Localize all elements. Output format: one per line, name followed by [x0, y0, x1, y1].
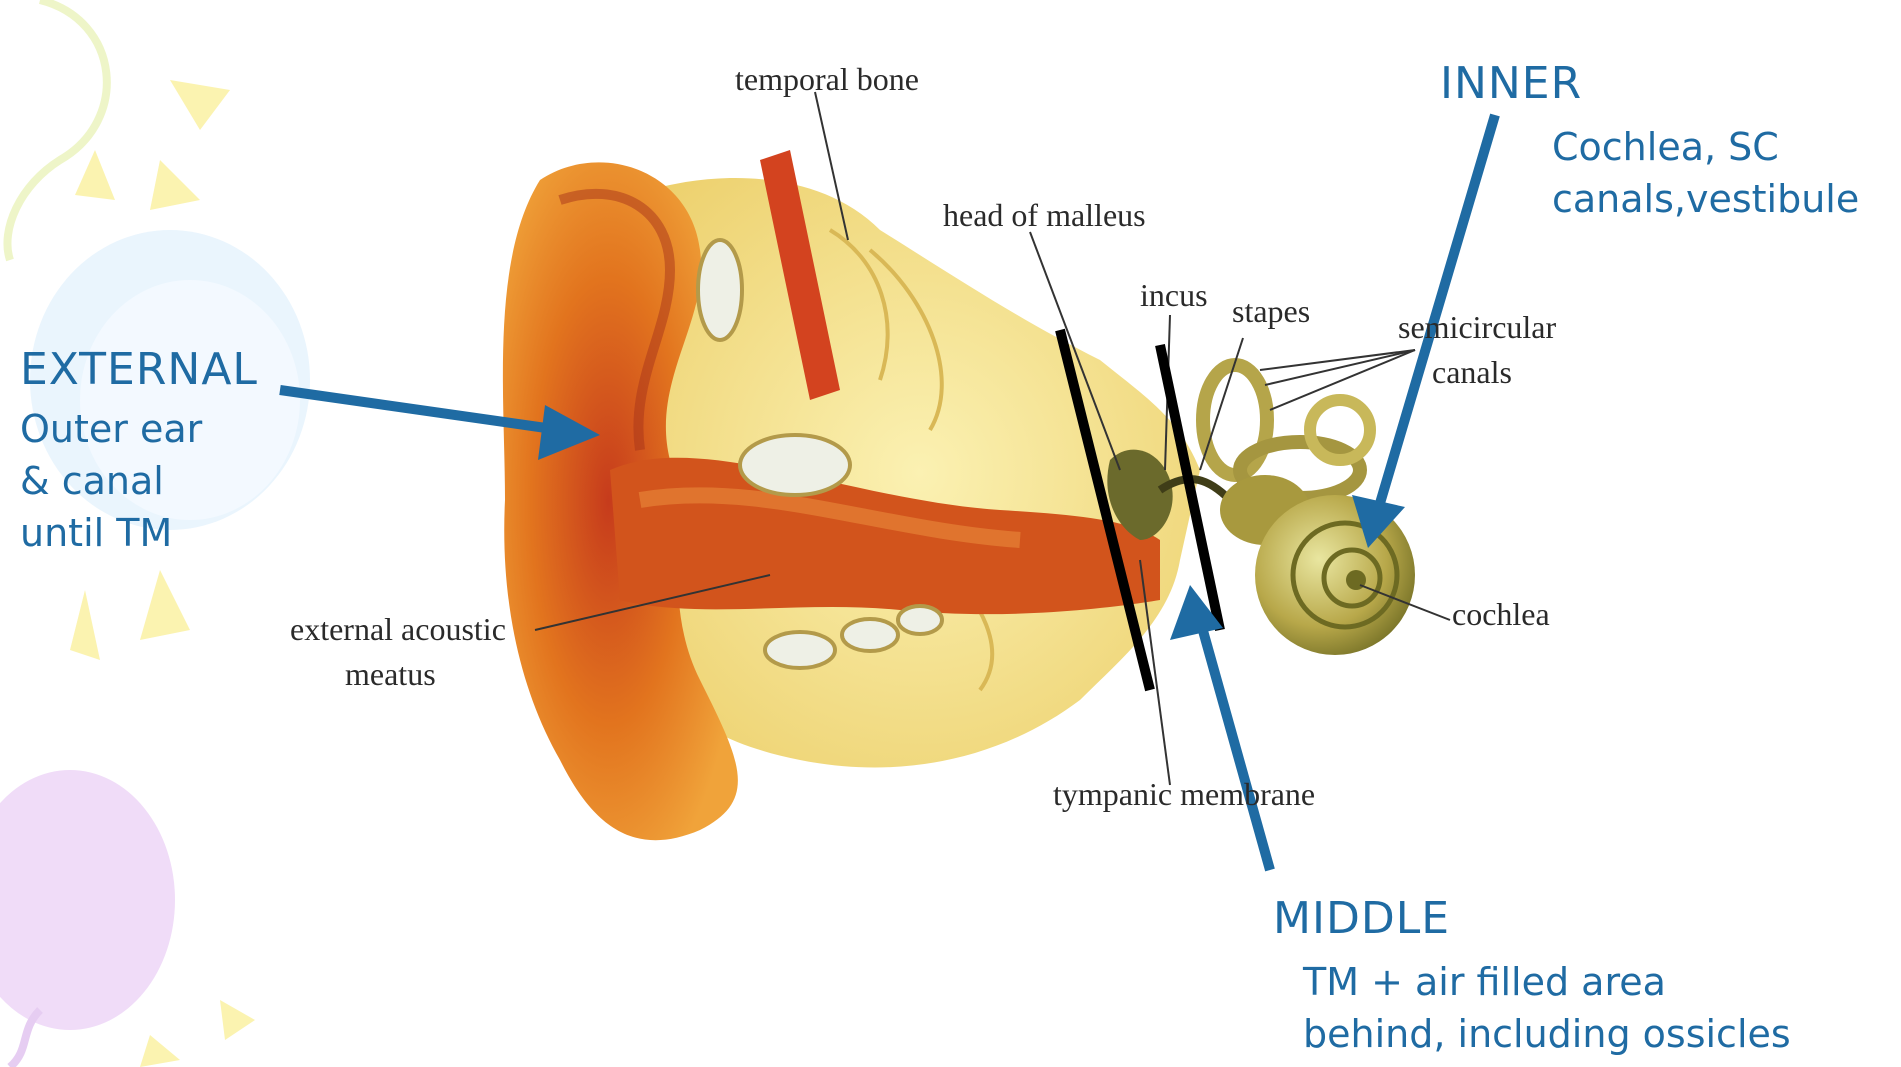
label-tympanic-membrane: tympanic membrane [1053, 776, 1315, 812]
semicircular-canal [1203, 365, 1267, 475]
label-temporal-bone: temporal bone [735, 61, 919, 97]
label-stapes: stapes [1232, 293, 1310, 329]
region-external-desc-line: until TM [20, 507, 258, 559]
cartilage-pocket [740, 435, 850, 495]
region-inner-desc-line: Cochlea, SC [1552, 121, 1859, 173]
label-meatus: meatus [345, 656, 436, 692]
label-incus: incus [1140, 277, 1208, 313]
label-semicircular: semicircular [1398, 309, 1556, 345]
label-cochlea: cochlea [1452, 596, 1550, 632]
label-canals: canals [1432, 354, 1512, 390]
region-external-desc-line: & canal [20, 455, 258, 507]
region-middle-title: MIDDLE [1273, 893, 1791, 944]
region-external: EXTERNAL Outer ear & canal until TM [20, 344, 258, 559]
region-middle: MIDDLE TM + air filled area behind, incl… [1273, 893, 1791, 1060]
region-middle-desc-line: TM + air filled area [1303, 956, 1791, 1008]
region-external-title: EXTERNAL [20, 344, 258, 395]
region-middle-desc-line: behind, including ossicles [1303, 1008, 1791, 1060]
region-inner: INNER Cochlea, SC canals,vestibule [1440, 58, 1859, 225]
cartilage-pocket [842, 619, 898, 651]
cartilage-pocket [898, 606, 942, 634]
cartilage-pocket [698, 240, 742, 340]
arrow-middle [1200, 620, 1270, 870]
label-head-of-malleus: head of malleus [943, 197, 1146, 233]
region-inner-desc-line: canals,vestibule [1552, 173, 1859, 225]
cartilage-pocket [765, 632, 835, 668]
region-external-desc-line: Outer ear [20, 403, 258, 455]
region-inner-title: INNER [1440, 58, 1859, 109]
label-external-acoustic: external acoustic [290, 611, 506, 647]
